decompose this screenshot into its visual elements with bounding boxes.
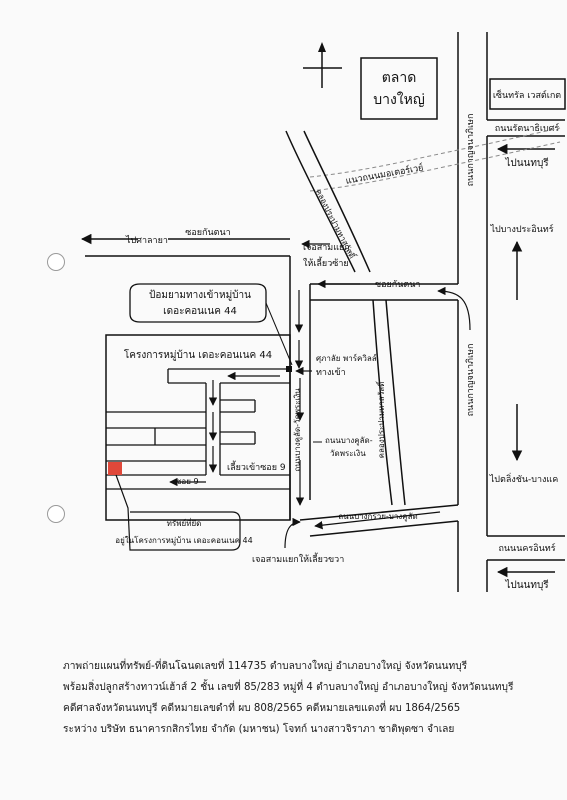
rattanathibet-road: [487, 119, 565, 137]
motorway-label: แนวถนนมอเตอร์เวย์: [345, 161, 425, 186]
property-label-1: ทรัพย์ที่ยึด: [167, 517, 202, 528]
junction-left-label-1: เจอสามแยก: [303, 243, 350, 253]
kanchanaphisek-road: [457, 32, 488, 592]
caption-line-4: ระหว่าง บริษัท ธนาคารกสิกรไทย จำกัด (มหา…: [63, 724, 455, 735]
property-label-2: อยู่ในโครงการหมู่บ้าน เดอะคอนเนค 44: [115, 535, 252, 546]
property-callout: [115, 474, 241, 551]
to-nonthaburi-top-label: ไปนนทบุรี: [504, 157, 549, 169]
to-nonthaburi-bottom-label: ไปนนทบุรี: [504, 579, 549, 591]
project-name-label: โครงการหมู่บ้าน เดอะคอนเนค 44: [124, 348, 272, 361]
property-marker: [108, 462, 122, 475]
bangkhulat-label-1: ถนนบางคูลัด-: [325, 436, 373, 446]
entrance-label: ทางเข้า: [316, 367, 346, 378]
market-label-2: บางใหญ่: [373, 91, 425, 108]
nakhon-in-label: ถนนนครอินทร์: [498, 542, 555, 554]
market-label-1: ตลาด: [382, 70, 417, 86]
to-taling-chan-label: ไปตลิ่งชัน-บางแค: [489, 472, 558, 485]
junction-right-arrow: [284, 517, 301, 549]
internal-roads: [106, 368, 290, 490]
sign-label-2: เดอะคอนเนค 44: [163, 306, 237, 317]
to-bang-pra-in-label: ไปบางประอินทร์: [489, 223, 553, 235]
khlong-prapa-lower: [372, 299, 406, 506]
sign-pointer: [265, 302, 293, 366]
bang-kruai-road: [299, 504, 459, 537]
soi-kantana-main-label: ซอยกันตนา: [375, 280, 420, 290]
nakhon-in-road: [487, 535, 565, 561]
kanchanaphisek-label-top: ถนนกาญจนาภิเษก: [465, 114, 476, 187]
bang-kruai-label: ถนนบางกรวย-บางคูลัด: [338, 512, 417, 522]
park-label: ศุภาลัย พาร์ควิลล์: [316, 353, 377, 363]
soi-kantana-upper-label: ซอยกันตนา: [185, 228, 230, 238]
location-map: ตลาด บางใหญ่ เซ็นทรัล เวสต์เกต ถนนกาญจนา…: [80, 32, 566, 592]
soi-kantana-upper-road: [85, 238, 290, 257]
junction-right-label: เจอสามแยกให้เลี้ยวขวา: [252, 552, 344, 565]
rattanathibet-label: ถนนรัตนาธิเบศร์: [495, 122, 560, 134]
binder-hole-top: [47, 253, 65, 271]
internal-route-arrows: [169, 371, 305, 506]
caption-line-2: พร้อมสิ่งปลูกสร้างทาวน์เฮ้าส์ 2 ชั้น เลข…: [63, 682, 514, 693]
kanchanaphisek-turn-arrow: [437, 286, 471, 331]
caption-block: ภาพถ่ายแผนที่ทรัพย์-ที่ดินโฉนดเลขที่ 114…: [63, 656, 563, 740]
soi9-label: ซอย 9: [176, 477, 199, 486]
khlong-prapa-label-lower: คลองประปามหาสวัสดิ์: [375, 380, 386, 458]
kanchanaphisek-label-mid: ถนนกาญจนาภิเษก: [465, 344, 476, 417]
turn-soi9-label: เลี้ยวเข้าซอย 9: [227, 460, 286, 473]
central-westgate-label: เซ็นทรัล เวสต์เกต: [493, 88, 561, 101]
north-arrow-icon: [303, 42, 342, 88]
market-building: [360, 57, 438, 120]
bangkhulat-label-2: วัดพระเงิน: [330, 449, 366, 458]
khlong-prapa-upper: [285, 130, 371, 273]
sign-label-1: ป้อมยามทางเข้าหมู่บ้าน: [149, 289, 251, 301]
sign-callout: [129, 283, 267, 323]
caption-line-3: คดีศาลจังหวัดนนทบุรี คดีหมายเลขดำที่ ผบ …: [63, 703, 461, 714]
junction-left-label-2: ให้เลี้ยวซ้าย: [303, 256, 349, 269]
central-westgate-building: [489, 78, 566, 110]
to-sala-ya-label: ไปศาลายา: [125, 235, 168, 246]
bang-kruai-arrow: [314, 511, 441, 530]
caption-line-1: ภาพถ่ายแผนที่ทรัพย์-ที่ดินโฉนดเลขที่ 114…: [63, 661, 468, 672]
binder-hole-bottom: [47, 505, 65, 523]
bangkhulat-label-vertical: ถนนบางคูลัด-วัดพระเงิน: [293, 388, 303, 472]
